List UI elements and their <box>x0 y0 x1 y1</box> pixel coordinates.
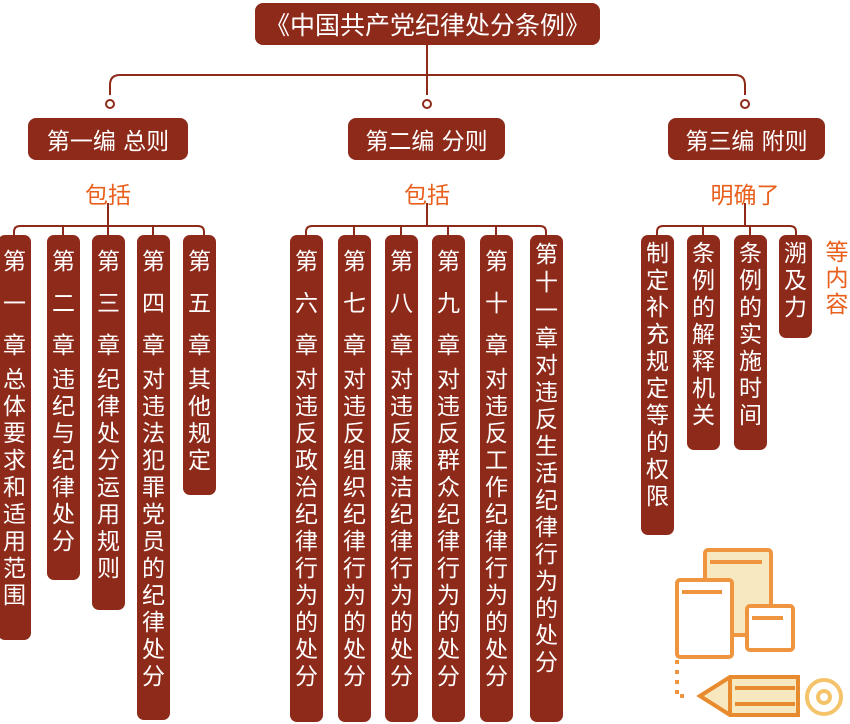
chapter-2: 第二章违纪与纪律处分 <box>47 235 80 580</box>
chapter-body: 对违反工作纪律行为的处分 <box>485 367 508 690</box>
part-1-box: 第一编 总则 <box>28 118 188 160</box>
chapter-head: 第三章 <box>97 249 120 359</box>
chapter-head: 第一章 <box>3 249 26 359</box>
connector-label-3: 明确了 <box>710 183 780 209</box>
chapter-body: 对违反组织纪律行为的处分 <box>343 367 366 690</box>
chapter-body: 对违反廉洁纪律行为的处分 <box>390 367 413 690</box>
chapter-5: 第五章其他规定 <box>183 235 216 495</box>
connector-label-2: 包括 <box>404 183 450 209</box>
chapter-8: 第八章对违反廉洁纪律行为的处分 <box>385 235 418 722</box>
connector-label-1: 包括 <box>85 183 131 209</box>
appendix-item-4: 溯及力 <box>779 235 812 338</box>
chapter-head: 第十一章 <box>535 242 558 352</box>
chapter-head: 第六章 <box>295 249 318 359</box>
part-2-box: 第二编 分则 <box>348 118 505 160</box>
chapter-7: 第七章对违反组织纪律行为的处分 <box>338 235 371 722</box>
chapter-3: 第三章纪律处分运用规则 <box>92 235 125 610</box>
chapter-head: 第四章 <box>142 249 165 359</box>
chapter-body: 对违法犯罪党员的纪律处分 <box>142 367 165 690</box>
chapter-6: 第六章对违反政治纪律行为的处分 <box>290 235 323 722</box>
part-3-box: 第三编 附则 <box>668 118 825 160</box>
chapter-1: 第一章总体要求和适用范围 <box>0 235 31 640</box>
chapter-head: 第七章 <box>343 249 366 359</box>
chapter-head: 第八章 <box>390 249 413 359</box>
chapter-body: 对违反生活纪律行为的处分 <box>535 353 558 676</box>
chapter-11: 第十一章对违反生活纪律行为的处分 <box>530 235 563 722</box>
chapter-9: 第九章对违反群众纪律行为的处分 <box>432 235 465 722</box>
chapter-body: 其他规定 <box>188 367 211 474</box>
appendix-item-2: 条例的解释机关 <box>687 235 720 450</box>
chapter-body: 对违反政治纪律行为的处分 <box>295 367 318 690</box>
appendix-item-3: 条例的实施时间 <box>734 235 767 450</box>
appendix-more: 等内容 <box>825 240 849 318</box>
chapter-body: 违纪与纪律处分 <box>52 367 75 555</box>
chapter-10: 第十章对违反工作纪律行为的处分 <box>480 235 513 722</box>
chapter-head: 第十章 <box>485 249 508 359</box>
chapter-head: 第九章 <box>437 249 460 359</box>
chapter-body: 对违反群众纪律行为的处分 <box>437 367 460 690</box>
title-box: 《中国共产党纪律处分条例》 <box>255 3 600 45</box>
chapter-body: 总体要求和适用范围 <box>3 367 26 609</box>
chapter-4: 第四章对违法犯罪党员的纪律处分 <box>137 235 170 720</box>
chapter-body: 纪律处分运用规则 <box>97 367 120 582</box>
appendix-item-1: 制定补充规定等的权限 <box>641 235 674 535</box>
chapter-head: 第二章 <box>52 249 75 359</box>
chapter-head: 第五章 <box>188 249 211 359</box>
